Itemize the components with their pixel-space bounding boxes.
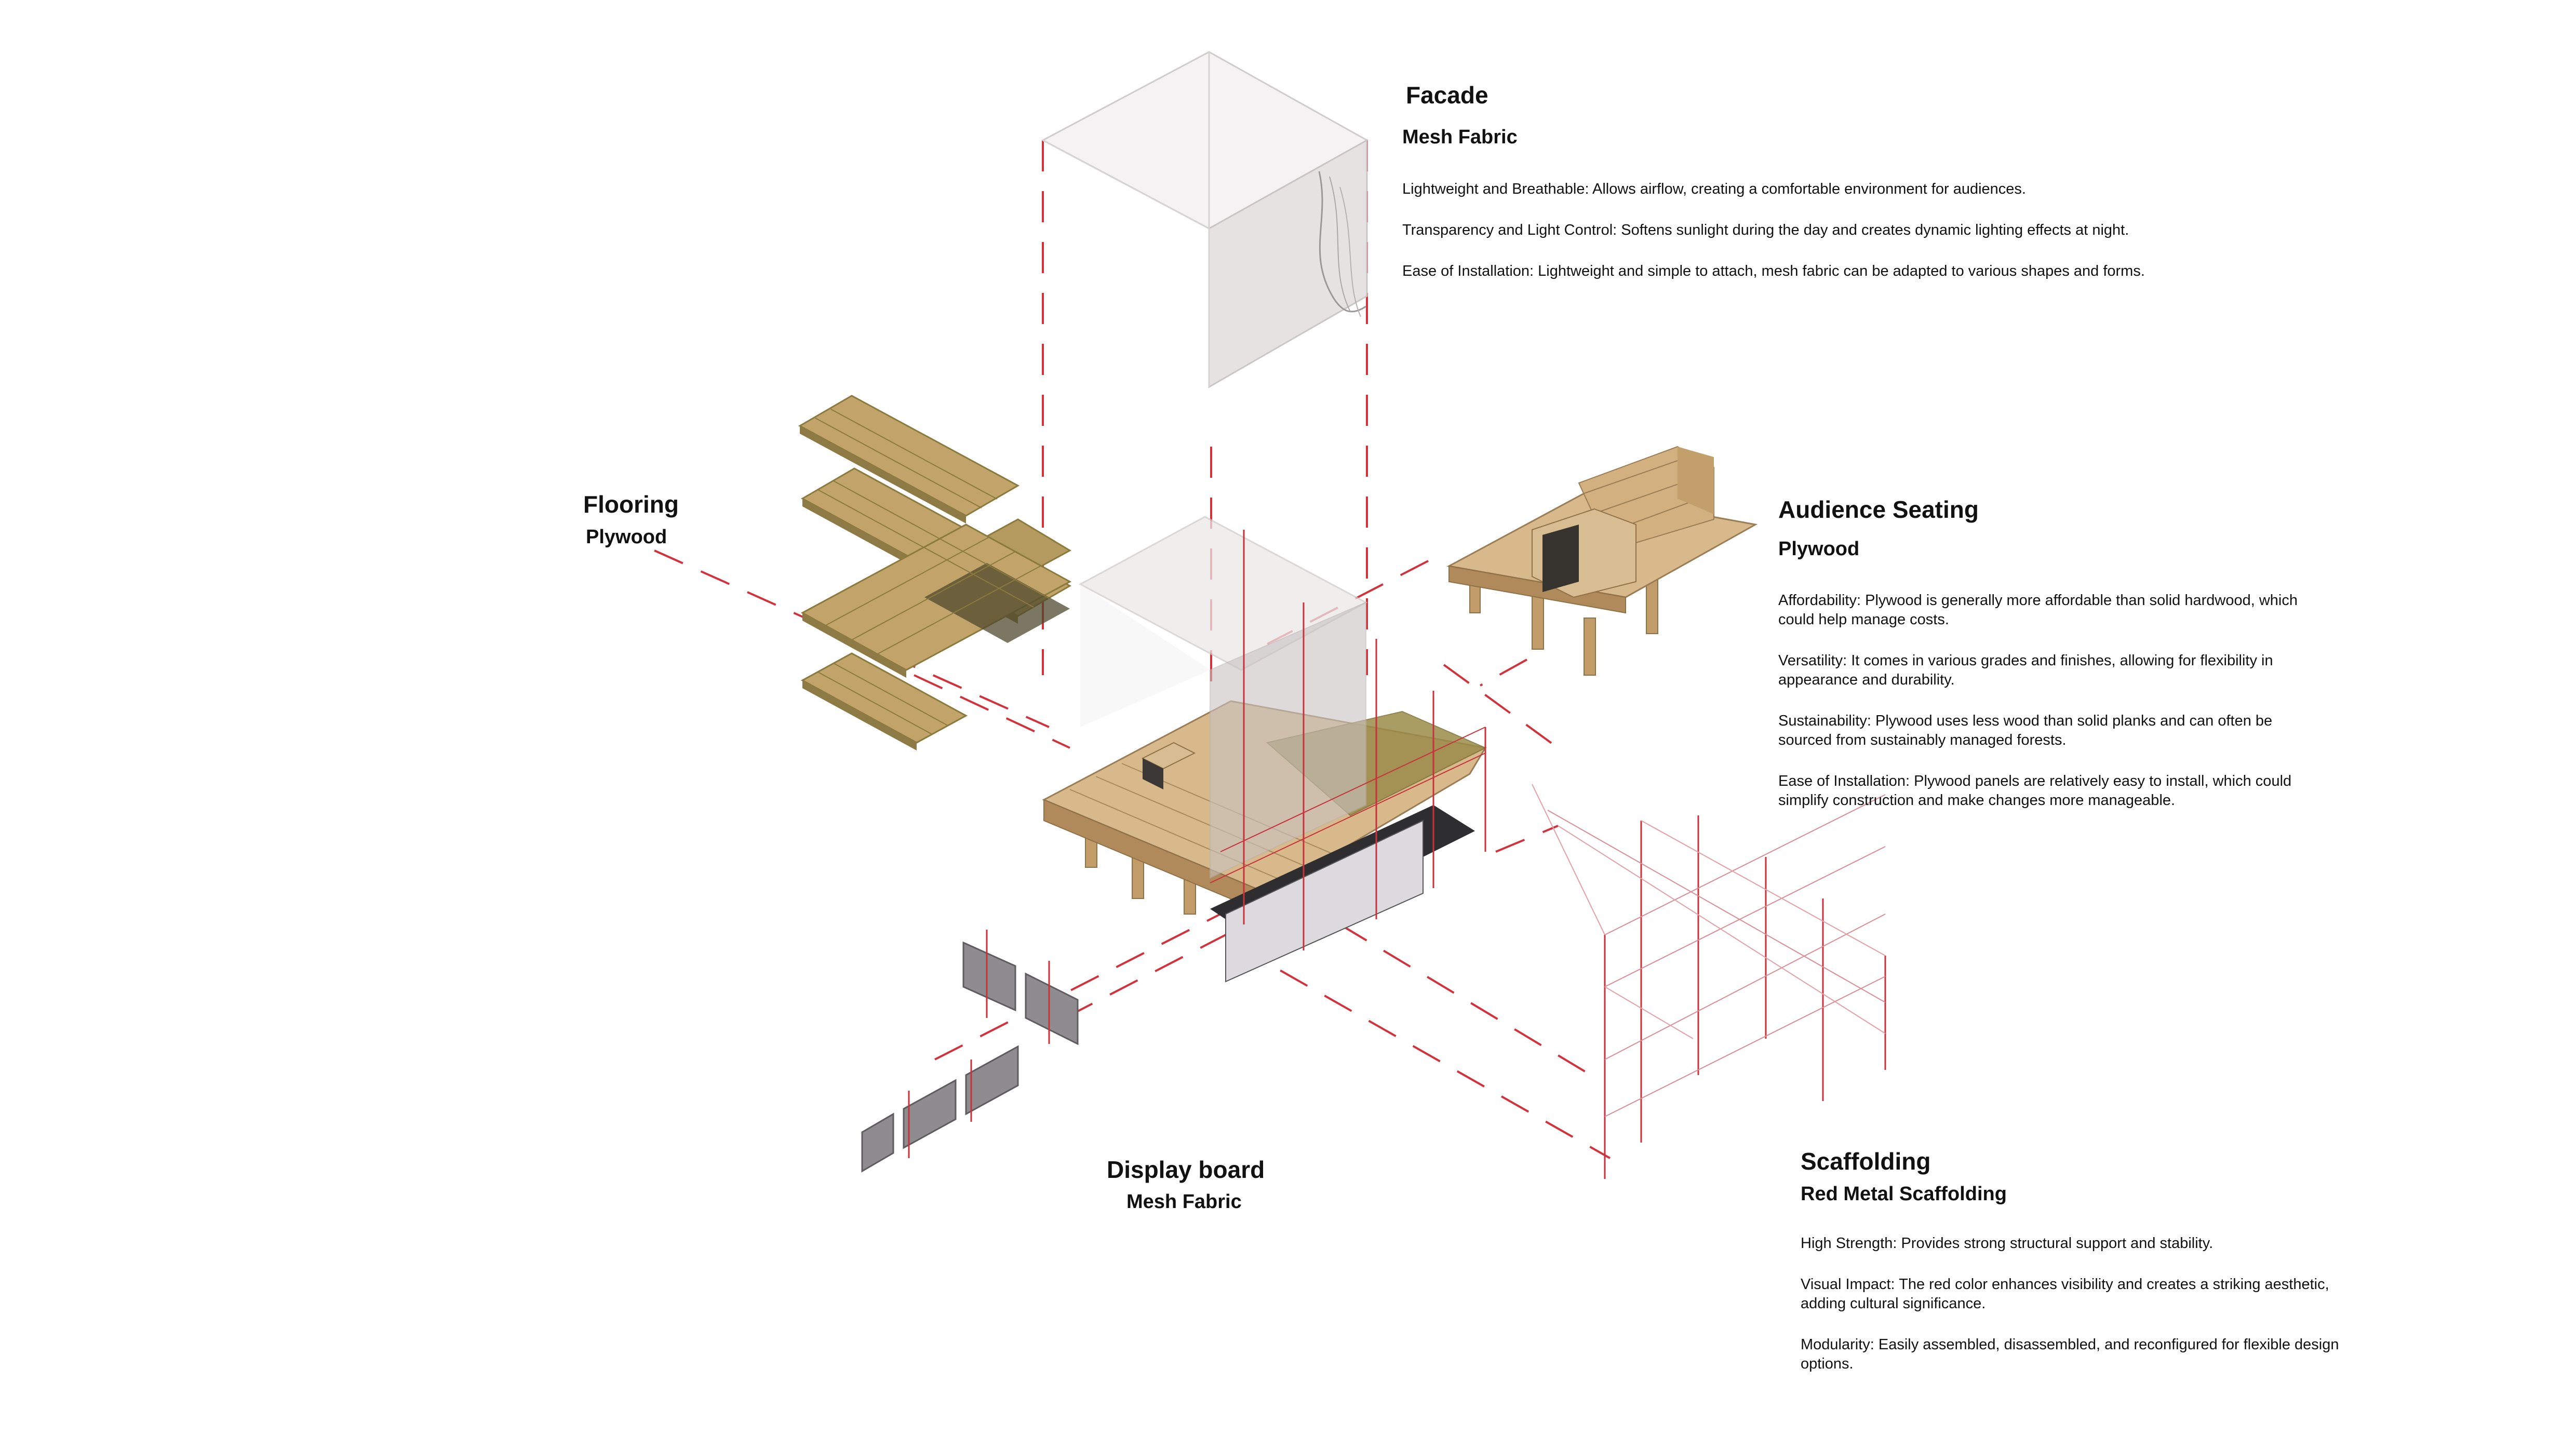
seating-title: Audience Seating	[1778, 496, 1979, 523]
facade-note: Lightweight and Breathable: Allows airfl…	[1402, 181, 2026, 197]
facade-mesh-box	[1041, 51, 1369, 388]
facade-note: Transparency and Light Control: Softens …	[1402, 222, 2129, 238]
scaffolding-material: Red Metal Scaffolding	[1801, 1183, 2007, 1205]
seating-note: Affordability: Plywood is generally more…	[1778, 592, 2298, 628]
flooring-material: Plywood	[586, 526, 667, 548]
facade-notes: Lightweight and Breathable: Allows airfl…	[1402, 180, 2285, 303]
seating-note: Sustainability: Plywood uses less wood t…	[1778, 713, 2273, 748]
scaffolding-note: Modularity: Easily assembled, disassembl…	[1801, 1336, 2339, 1372]
display-boards	[861, 930, 1079, 1173]
seating-note: Ease of Installation: Plywood panels are…	[1778, 773, 2292, 809]
scaffolding-notes: High Strength: Provides strong structura…	[1801, 1234, 2346, 1396]
seating-material: Plywood	[1778, 538, 1860, 560]
scaffolding-note: Visual Impact: The red color enhances vi…	[1801, 1276, 2329, 1312]
display-title: Display board	[1107, 1156, 1265, 1183]
scaffolding-note: High Strength: Provides strong structura…	[1801, 1235, 2213, 1252]
flooring-title: Flooring	[583, 491, 679, 518]
seating-note: Versatility: It comes in various grades …	[1778, 652, 2273, 688]
display-material: Mesh Fabric	[1126, 1191, 1242, 1213]
seating-notes: Affordability: Plywood is generally more…	[1778, 591, 2324, 832]
red-metal-scaffolding-grid	[1532, 784, 1886, 1179]
flooring-planks	[798, 395, 1072, 750]
audience-seating-module	[1446, 446, 1758, 676]
facade-material: Mesh Fabric	[1402, 126, 1518, 148]
central-pavilion-assembly	[1042, 516, 1487, 983]
facade-title: Facade	[1406, 82, 1488, 109]
facade-note: Ease of Installation: Lightweight and si…	[1402, 263, 2145, 279]
scaffolding-title: Scaffolding	[1801, 1148, 1931, 1175]
